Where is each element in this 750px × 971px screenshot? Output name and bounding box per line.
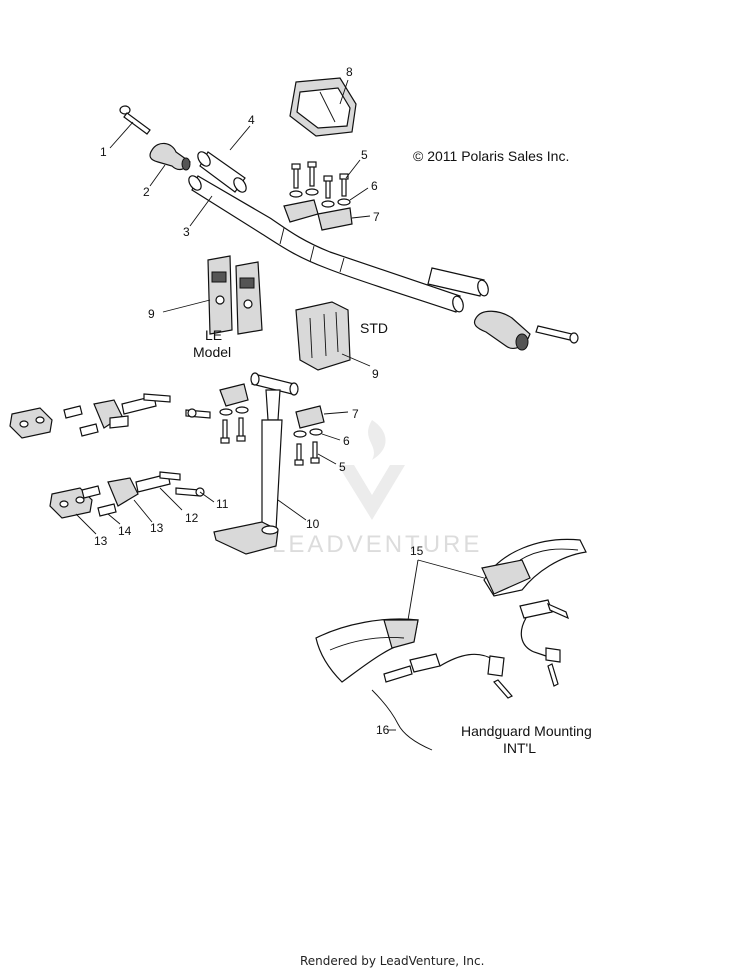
part-2-bar-end[interactable] xyxy=(149,142,191,171)
callout-9-le: 9 xyxy=(148,307,155,321)
leader-12 xyxy=(159,487,183,511)
leader-11 xyxy=(199,491,215,503)
leader-15-right xyxy=(417,559,485,579)
callout-11: 11 xyxy=(216,497,229,511)
part-11-bolts[interactable] xyxy=(159,471,205,497)
callout-3: 3 xyxy=(183,225,190,239)
callout-14: 14 xyxy=(118,524,132,538)
part-8-housing[interactable] xyxy=(289,77,357,137)
callout-10: 10 xyxy=(306,517,320,531)
part-14-bushing[interactable] xyxy=(81,485,117,517)
leader-15-left xyxy=(407,559,419,621)
leader-9-le xyxy=(162,299,211,313)
part-9-std-riser[interactable] xyxy=(295,301,351,371)
leader-13-left xyxy=(75,513,97,535)
callout-7-lower: 7 xyxy=(352,407,359,421)
callout-2: 2 xyxy=(143,185,150,199)
part-15-handguard-right[interactable] xyxy=(481,538,587,597)
callout-8: 8 xyxy=(346,65,353,79)
part-1-bolt[interactable] xyxy=(119,105,151,135)
part-5-bolts-lower[interactable] xyxy=(220,417,320,466)
callout-7-upper: 7 xyxy=(373,210,380,224)
leader-5-lower xyxy=(317,453,337,465)
handguard-label: Handguard Mounting xyxy=(461,723,592,739)
callout-12: 12 xyxy=(185,511,199,525)
callout-13-right: 13 xyxy=(150,521,164,535)
callout-1: 1 xyxy=(100,145,107,159)
watermark: LEADVENTURE xyxy=(272,420,482,558)
callout-6-upper: 6 xyxy=(371,179,378,193)
std-label: STD xyxy=(360,320,388,336)
leader-1 xyxy=(109,121,134,149)
mount-group-upper[interactable] xyxy=(9,393,211,439)
callout-16: 16 xyxy=(376,723,390,737)
bar-end-right[interactable] xyxy=(473,310,531,351)
part-4-grip-left[interactable] xyxy=(195,150,248,195)
part-13-clamp-left[interactable] xyxy=(49,487,93,519)
callout-5-lower: 5 xyxy=(339,460,346,474)
model-label: Model xyxy=(193,344,231,360)
footer-credit: Rendered by LeadVenture, Inc. xyxy=(300,954,484,968)
leader-8 xyxy=(339,79,349,105)
leader-6-upper xyxy=(349,187,369,201)
leader-7-lower xyxy=(323,411,349,415)
part-5-bolts-upper[interactable] xyxy=(291,161,349,199)
part-6-washers-upper[interactable] xyxy=(289,188,351,208)
handguard-bracket-right[interactable] xyxy=(519,599,569,687)
watermark-text: LEADVENTURE xyxy=(272,531,482,558)
part-13-clamp-right[interactable] xyxy=(107,477,139,507)
grip-right[interactable] xyxy=(427,267,490,297)
copyright-text: © 2011 Polaris Sales Inc. xyxy=(413,148,569,164)
leader-4 xyxy=(229,125,251,151)
leader-3 xyxy=(189,195,213,227)
leader-7-upper xyxy=(351,215,371,219)
callout-13-left: 13 xyxy=(94,534,108,548)
part-7-clamps-lower[interactable] xyxy=(219,383,325,429)
leader-5-upper xyxy=(345,159,361,179)
part-15-handguard-left[interactable] xyxy=(315,618,419,683)
bracket-16 xyxy=(371,689,433,751)
callout-6-lower: 6 xyxy=(343,434,350,448)
part-7-clamps-upper[interactable] xyxy=(283,199,353,231)
leader-2 xyxy=(149,164,166,187)
leader-9-std xyxy=(341,353,371,367)
leader-13-right xyxy=(133,499,153,523)
callout-15: 15 xyxy=(410,544,424,558)
callout-4: 4 xyxy=(248,113,255,127)
handguard-bracket-left[interactable] xyxy=(383,653,513,699)
intl-label: INT'L xyxy=(503,740,536,756)
callout-9-std: 9 xyxy=(372,367,379,381)
part-10-steering-post[interactable] xyxy=(213,372,299,555)
leader-14 xyxy=(107,513,121,525)
bar-end-bolt-right[interactable] xyxy=(535,325,579,344)
callout-5-upper: 5 xyxy=(361,148,368,162)
part-3-handlebar[interactable] xyxy=(186,174,465,313)
part-6-washers-lower[interactable] xyxy=(219,406,323,438)
part-9-le-risers[interactable] xyxy=(207,255,263,335)
le-label: LE xyxy=(205,327,222,343)
leader-6-lower xyxy=(321,433,341,441)
leader-10 xyxy=(277,499,307,521)
